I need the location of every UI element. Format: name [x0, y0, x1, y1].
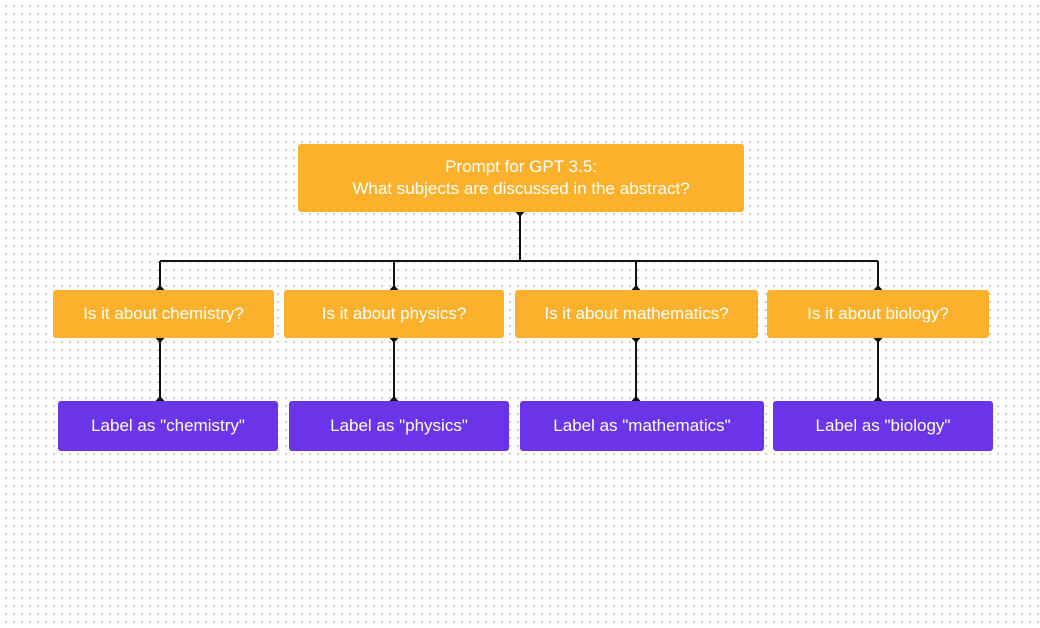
root-prompt-line2: What subjects are discussed in the abstr… [352, 179, 690, 198]
label-node-biology[interactable]: Label as "biology" [773, 401, 993, 451]
label-node-mathematics[interactable]: Label as "mathematics" [520, 401, 764, 451]
root-prompt-line1: Prompt for GPT 3.5: [445, 157, 597, 176]
question-node-mathematics[interactable]: Is it about mathematics? [515, 290, 758, 338]
label-node-chemistry[interactable]: Label as "chemistry" [58, 401, 278, 451]
question-text: Is it about mathematics? [544, 304, 729, 323]
question-node-chemistry[interactable]: Is it about chemistry? [53, 290, 274, 338]
label-text: Label as "chemistry" [91, 416, 245, 435]
label-text: Label as "mathematics" [553, 416, 731, 435]
question-node-physics[interactable]: Is it about physics? [284, 290, 504, 338]
label-text: Label as "physics" [330, 416, 468, 435]
question-text: Is it about physics? [321, 304, 467, 323]
question-text: Is it about chemistry? [83, 304, 244, 323]
label-node-physics[interactable]: Label as "physics" [289, 401, 509, 451]
question-text: Is it about biology? [807, 304, 949, 323]
question-node-biology[interactable]: Is it about biology? [767, 290, 989, 338]
label-text: Label as "biology" [815, 416, 951, 435]
root-prompt-node[interactable]: Prompt for GPT 3.5: What subjects are di… [298, 144, 744, 212]
